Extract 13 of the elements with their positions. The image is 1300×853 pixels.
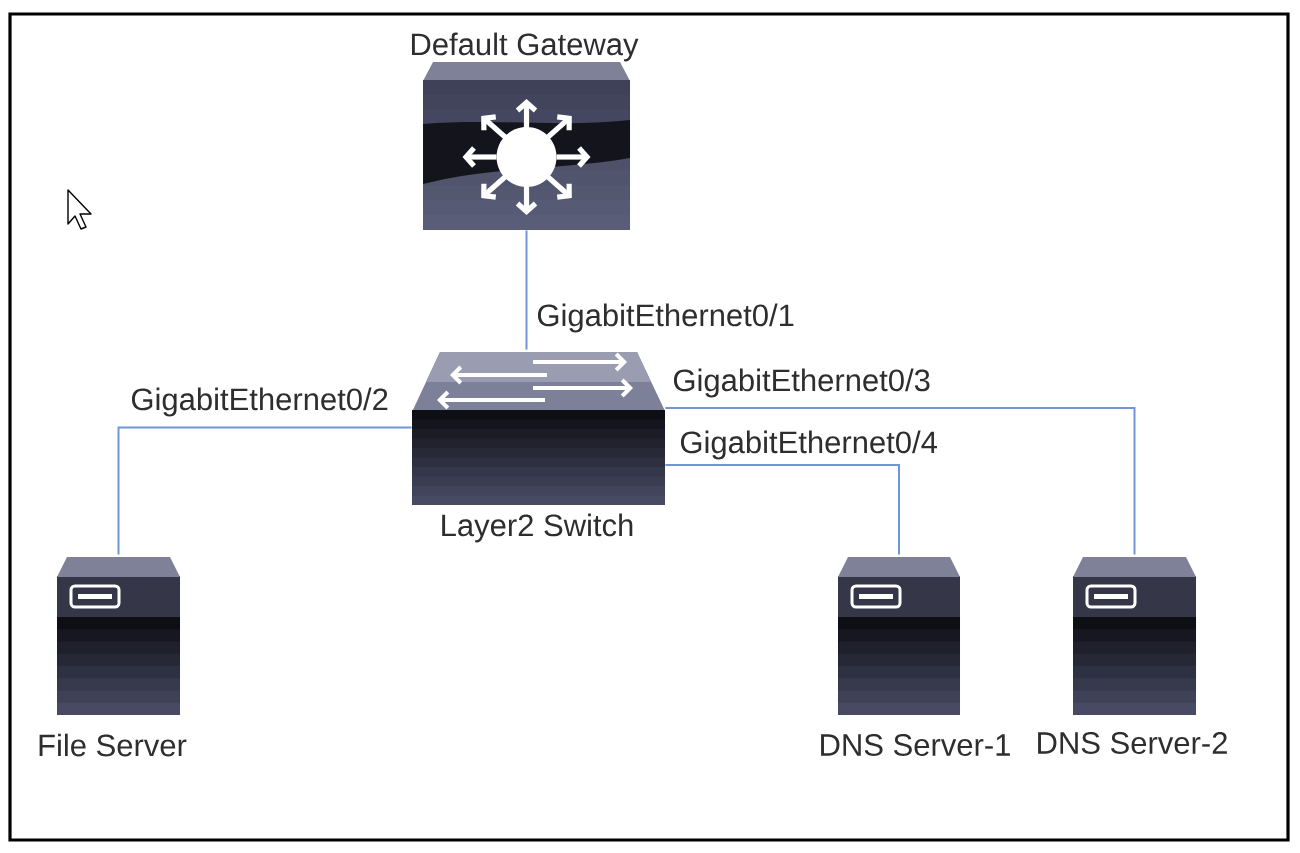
port-label: GigabitEthernet0/3	[670, 366, 933, 400]
device-label: DNS Server-1	[821, 734, 1010, 756]
cable-line	[664, 407, 1136, 556]
device-label: Default Gateway	[411, 32, 639, 62]
cable-line	[664, 464, 900, 556]
port-label: GigabitEthernet0/4	[677, 428, 940, 462]
device-label: File Server	[39, 733, 187, 757]
device-label: Layer2 Switch	[442, 513, 633, 543]
device-label: DNS Server-2	[1038, 732, 1227, 754]
port-label: GigabitEthernet0/1	[534, 301, 797, 335]
cable-line	[525, 229, 528, 351]
port-label: GigabitEthernet0/2	[128, 385, 391, 419]
cable-line	[117, 426, 413, 556]
